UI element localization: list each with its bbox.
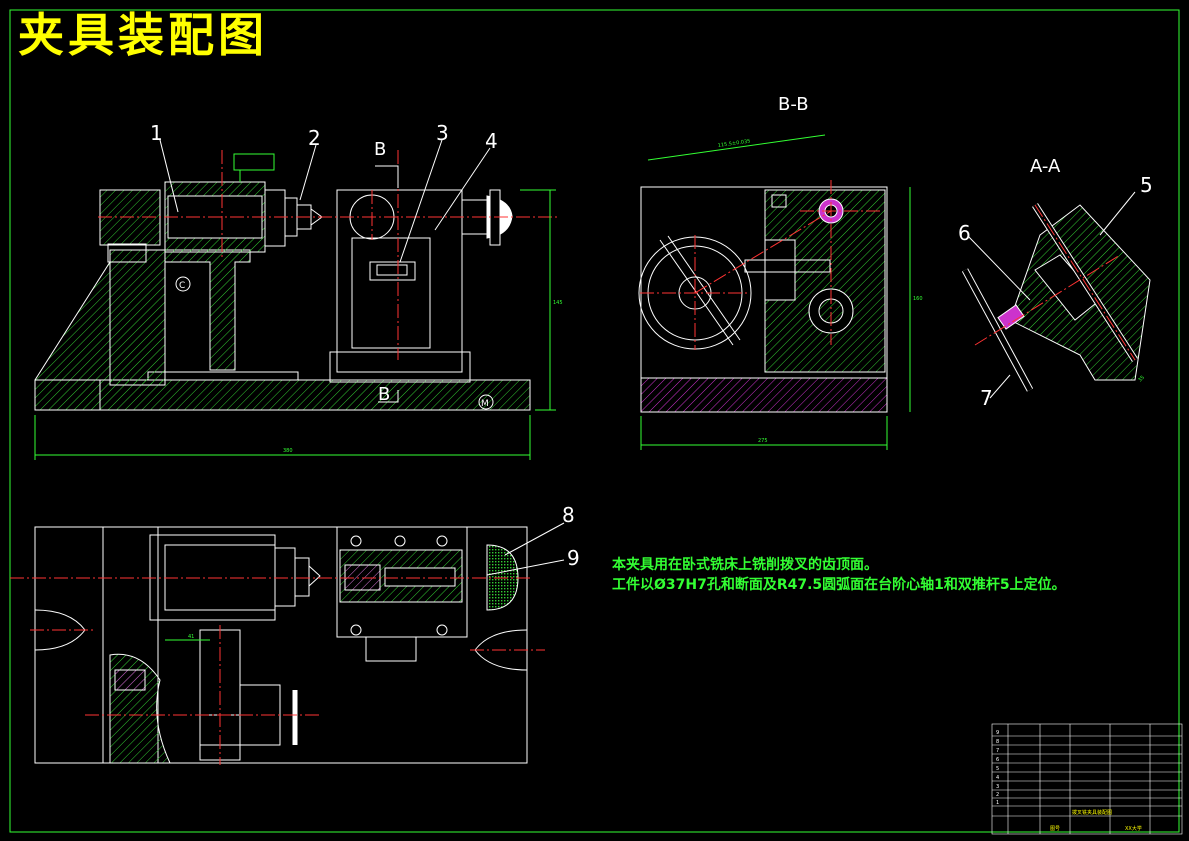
front-leaders: [159, 139, 491, 263]
bb-dimensions: [640, 134, 911, 450]
plan-view: [34, 526, 528, 764]
datum-c-circle: [175, 276, 191, 292]
tb-name: 拨叉铣夹具装配图: [1072, 809, 1112, 816]
datum-m-circle: [478, 394, 494, 410]
part-label-9: 9: [567, 546, 580, 570]
plan-leaders: [486, 522, 565, 576]
section-bb-title: B-B: [778, 94, 809, 115]
dim-bb-width: 275: [758, 438, 768, 444]
drawing-frame: [9, 9, 1180, 833]
part-label-3: 3: [436, 121, 449, 145]
section-bb-view: [638, 186, 888, 413]
dim-left-height: 145: [553, 300, 563, 306]
part-label-8: 8: [562, 503, 575, 527]
tb-row-3: 3: [996, 784, 999, 790]
part-label-5: 5: [1140, 173, 1153, 197]
aa-leaders: [967, 191, 1136, 399]
part-label-2: 2: [308, 126, 321, 150]
tb-row-4: 4: [996, 775, 999, 781]
part-label-1: 1: [150, 121, 163, 145]
dim-left-width: 380: [283, 448, 293, 454]
part-label-7: 7: [980, 386, 993, 410]
section-mark-top: B: [374, 139, 386, 160]
dim-aa: 35: [1137, 375, 1146, 384]
part-label-6: 6: [958, 221, 971, 245]
drawing-title: 夹具装配图: [18, 8, 268, 62]
section-arrow-b-bottom: [378, 390, 399, 403]
front-view: [34, 181, 531, 411]
plan-center-lines: [10, 577, 545, 765]
section-mark-bottom: B: [378, 384, 390, 405]
section-aa-title: A-A: [1030, 156, 1061, 177]
section-aa-view: [961, 203, 1151, 392]
bb-center-lines: [640, 180, 880, 350]
section-arrow-b-top: [375, 165, 399, 188]
tb-school: XX大学: [1125, 825, 1142, 832]
tb-row-5: 5: [996, 766, 999, 772]
part-label-4: 4: [485, 129, 498, 153]
datum-m: M: [481, 399, 489, 409]
note-line-2: 工件以Ø37H7孔和断面及R47.5圆弧面在台阶心轴1和双推杆5上定位。: [612, 577, 1066, 593]
tb-row-8: 8: [996, 739, 999, 745]
tb-row-6: 6: [996, 757, 999, 763]
dim-plan-41: 41: [188, 634, 194, 640]
tb-row-2: 2: [996, 792, 999, 798]
note-line-1: 本夹具用在卧式铣床上铣削拨叉的齿顶面。: [612, 557, 878, 573]
dim-bb-height: 160: [913, 296, 923, 302]
tb-row-9: 9: [996, 730, 999, 736]
aa-center-lines: [974, 204, 1136, 361]
tb-row-1: 1: [996, 800, 999, 806]
dim-bb-angled: 115.5±0.035: [717, 138, 750, 149]
tb-drawing-no: 图号: [1050, 826, 1060, 832]
title-block-grid: [991, 723, 1183, 835]
front-dimensions: [34, 153, 556, 460]
tb-row-7: 7: [996, 748, 999, 754]
datum-c: C: [179, 281, 185, 291]
